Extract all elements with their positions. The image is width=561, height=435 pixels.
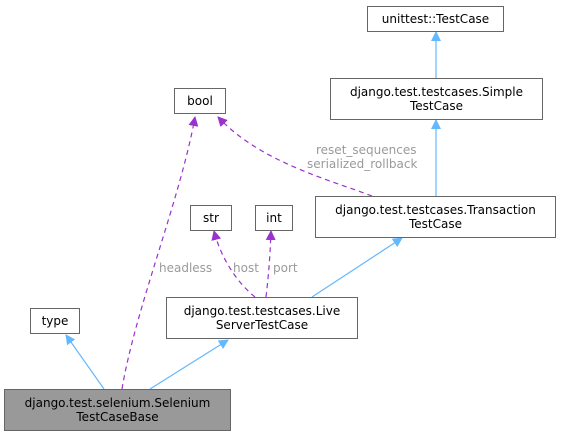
node-unittest-testcase[interactable]: unittest::TestCase bbox=[367, 6, 504, 32]
node-label-line2: ServerTestCase bbox=[215, 318, 309, 332]
node-simple-testcase[interactable]: django.test.testcases.Simple TestCase bbox=[330, 78, 543, 120]
node-live-server-testcase[interactable]: django.test.testcases.Live ServerTestCas… bbox=[166, 297, 358, 339]
node-label-line1: django.test.selenium.Selenium bbox=[24, 396, 211, 410]
node-label-line2: TestCase bbox=[410, 99, 463, 113]
node-bool[interactable]: bool bbox=[174, 88, 226, 114]
node-label-line2: TestCase bbox=[409, 217, 462, 231]
edge-label-host: host bbox=[233, 261, 259, 275]
edge-transaction-to-bool bbox=[217, 116, 373, 197]
node-int[interactable]: int bbox=[255, 205, 293, 231]
edge-selenium-to-bool bbox=[121, 116, 199, 390]
edge-live-to-int bbox=[265, 230, 276, 298]
edge-label-headless: headless bbox=[159, 261, 213, 275]
edge-selenium-to-type bbox=[65, 334, 105, 390]
node-str[interactable]: str bbox=[190, 205, 232, 231]
node-label: type bbox=[41, 314, 69, 328]
node-label: unittest::TestCase bbox=[381, 12, 490, 26]
edge-live-to-transaction bbox=[311, 237, 403, 298]
node-selenium-testcase-base[interactable]: django.test.selenium.Selenium TestCaseBa… bbox=[4, 389, 231, 431]
node-label-line1: django.test.testcases.Transaction bbox=[335, 203, 536, 217]
node-label-line2: TestCaseBase bbox=[76, 410, 159, 424]
node-label: str bbox=[203, 211, 219, 225]
node-transaction-testcase[interactable]: django.test.testcases.Transaction TestCa… bbox=[315, 196, 556, 238]
edge-label-serialized-rollback: serialized_rollback bbox=[307, 157, 418, 171]
edge-selenium-to-live bbox=[149, 339, 229, 390]
node-label: int bbox=[266, 211, 282, 225]
node-type[interactable]: type bbox=[30, 308, 80, 334]
node-label-line1: django.test.testcases.Live bbox=[183, 304, 341, 318]
edge-label-reset-sequences: reset_sequences bbox=[316, 143, 417, 157]
edge-label-port: port bbox=[273, 261, 298, 275]
node-label: bool bbox=[187, 94, 213, 108]
node-label-line1: django.test.testcases.Simple bbox=[349, 85, 523, 99]
